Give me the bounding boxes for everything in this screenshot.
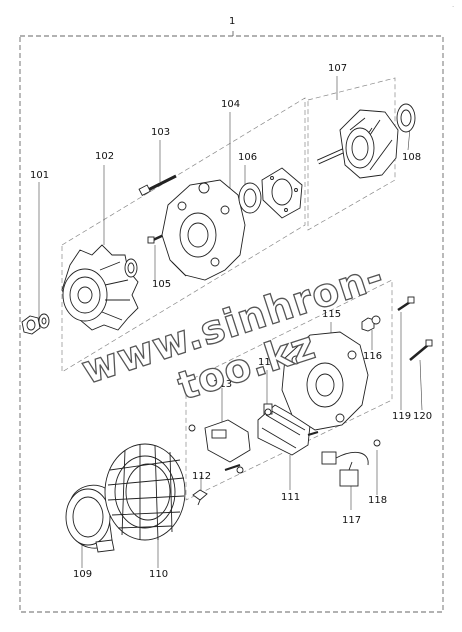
part-117-harness xyxy=(321,451,369,487)
part-110-stator xyxy=(104,443,186,541)
part-103-bolt xyxy=(138,174,177,196)
part-102-pulley-fan xyxy=(61,244,139,331)
part-114-terminal xyxy=(264,408,272,416)
callout-108: 108 xyxy=(402,152,422,163)
callout-115: 115 xyxy=(322,309,342,320)
callout-119: 119 xyxy=(392,411,412,422)
callout-117: 117 xyxy=(342,515,362,526)
part-113-regulator xyxy=(188,419,251,474)
callout-120: 120 xyxy=(413,411,433,422)
callout-116: 116 xyxy=(363,351,383,362)
callout-110: 110 xyxy=(149,569,169,580)
part-104-drive-housing xyxy=(161,179,246,281)
part-109-rear-cover xyxy=(65,484,115,553)
part-112-clip xyxy=(192,489,208,506)
part-106-bearing xyxy=(238,167,303,219)
part-120-bolt xyxy=(409,339,433,361)
part-107-rotor xyxy=(316,103,416,179)
assembly-frame xyxy=(19,31,444,613)
callout-118: 118 xyxy=(368,495,388,506)
callout-111: 111 xyxy=(281,492,301,503)
callout-107: 107 xyxy=(328,63,348,74)
part-119-bolt xyxy=(397,296,415,312)
callout-114: 114 xyxy=(258,357,278,368)
callout-102: 102 xyxy=(95,151,115,162)
callout-104: 104 xyxy=(221,99,241,110)
group-outlines xyxy=(61,77,396,501)
callout-101: 101 xyxy=(30,170,50,181)
callout-112: 112 xyxy=(192,471,212,482)
leader-lines xyxy=(38,76,423,568)
part-116-nuts xyxy=(361,315,381,332)
callout-105: 105 xyxy=(152,279,172,290)
callout-106: 106 xyxy=(238,152,258,163)
part-118-screw xyxy=(373,439,381,447)
callout-113: 113 xyxy=(213,379,233,390)
corner-mark: - xyxy=(452,4,454,10)
part-101-nut-washer xyxy=(21,313,50,335)
part-115-rear-housing xyxy=(281,331,369,431)
callout-103: 103 xyxy=(151,127,171,138)
assembly-number: 1 xyxy=(229,16,236,27)
callout-109: 109 xyxy=(73,569,93,580)
